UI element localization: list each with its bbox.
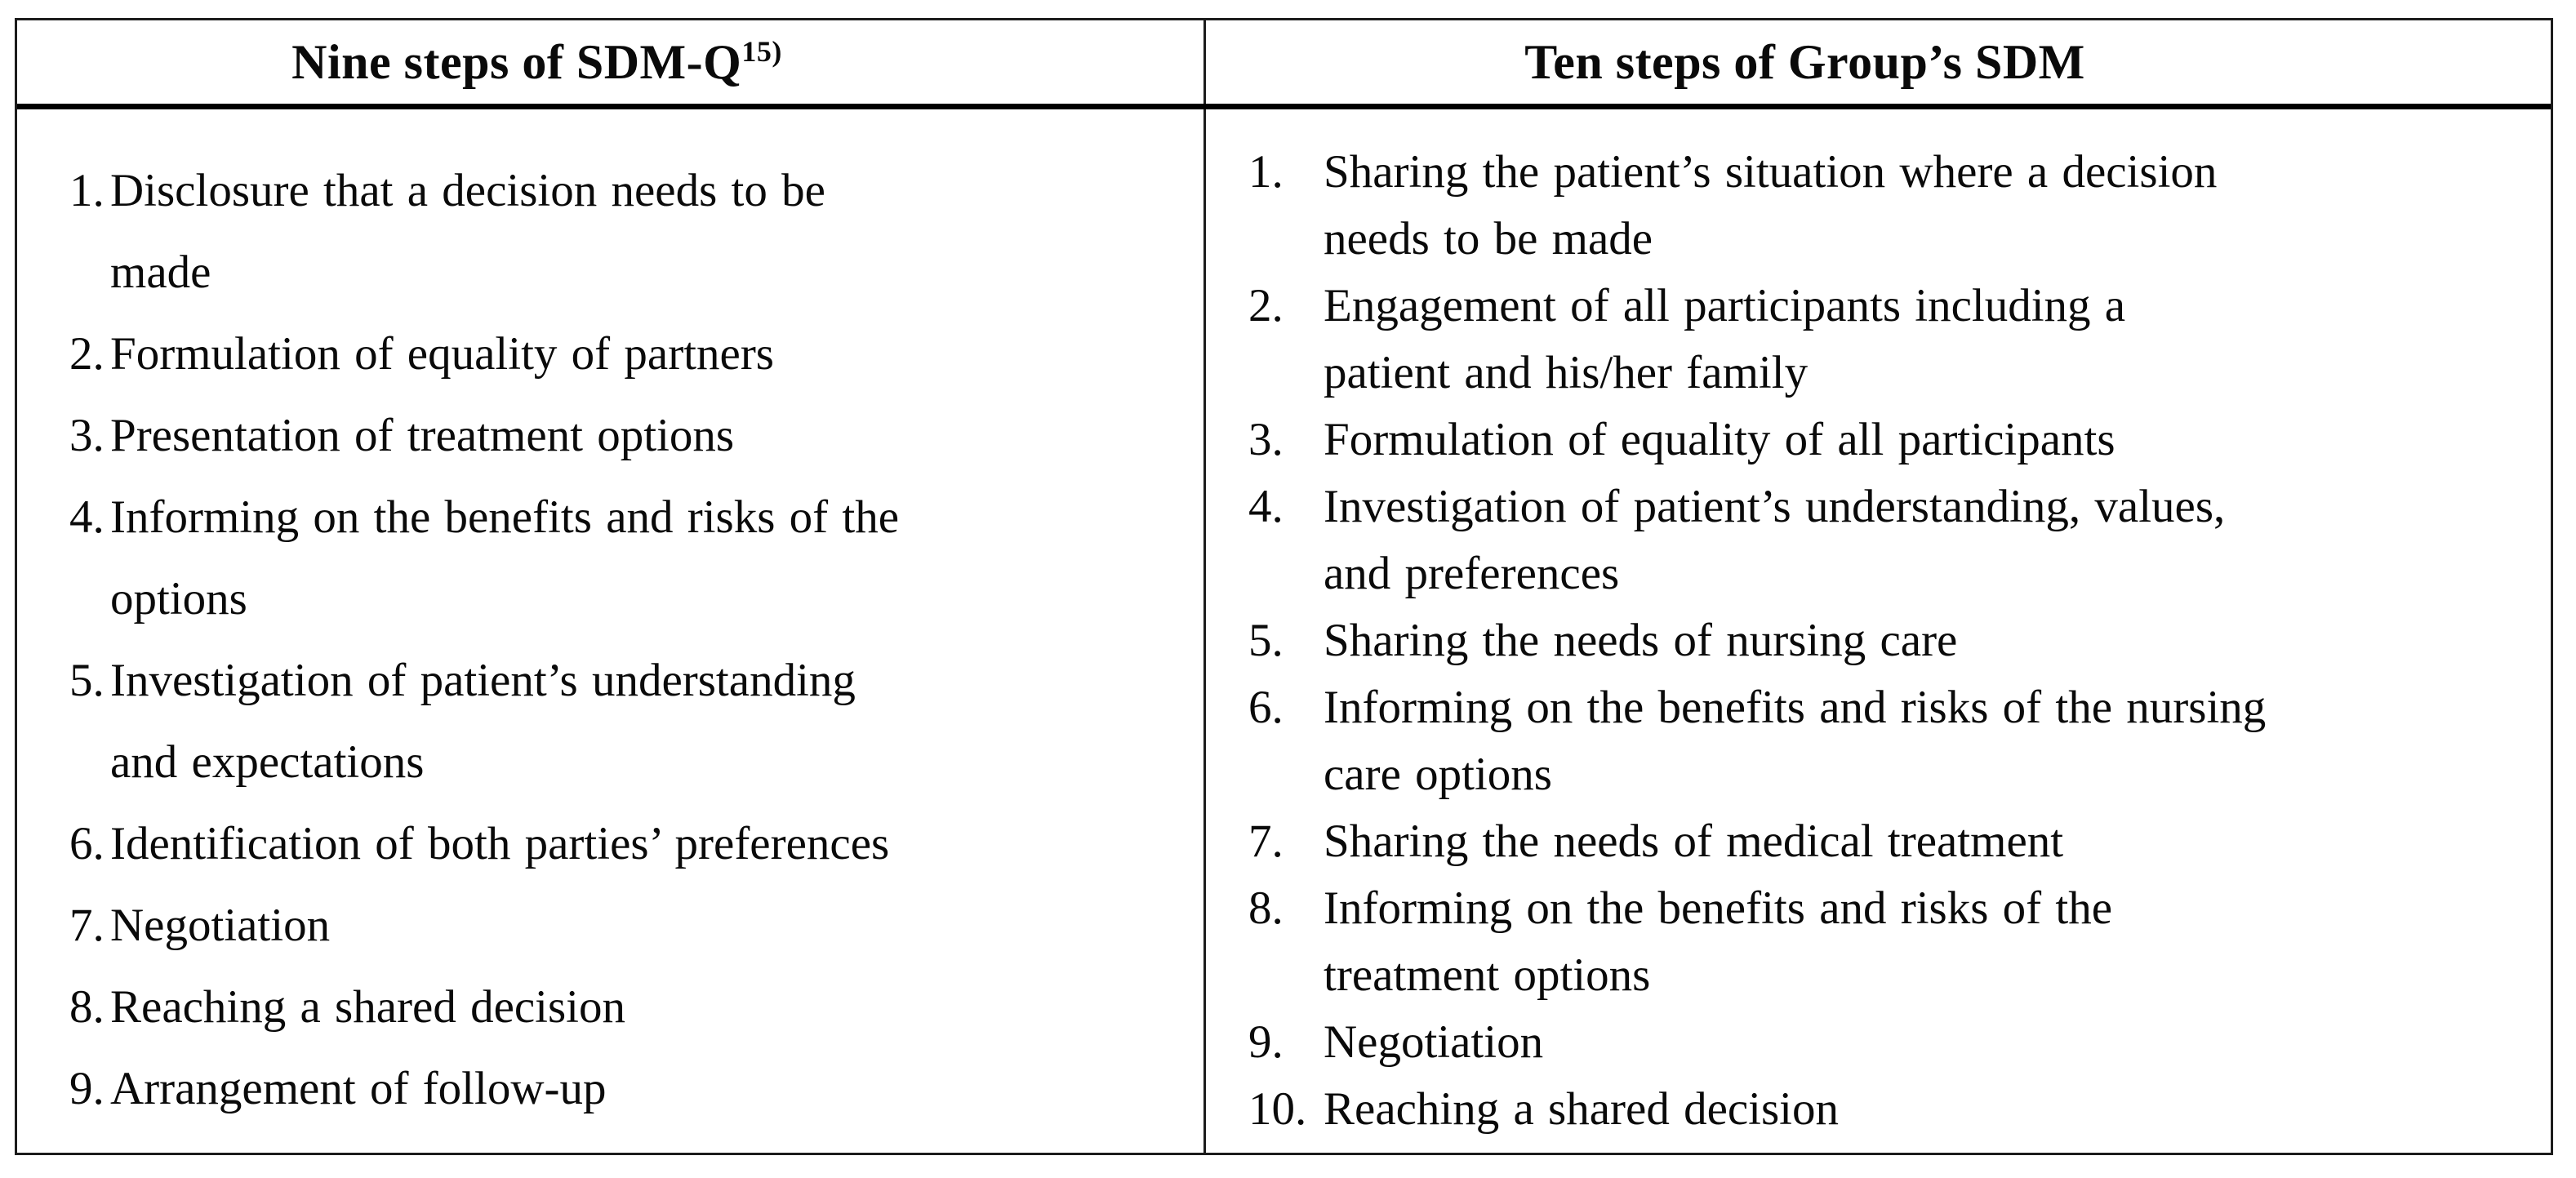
header-superscript-reference: 15) [741,34,782,68]
list-item: 10. Reaching a shared decision [1248,1076,2526,1143]
list-item: 1.Disclosure that a decision needs to be… [69,150,1163,313]
item-text: Investigation of patient’s understanding… [110,655,856,788]
item-number: 5. [69,655,105,706]
list-item: 2. Engagement of all participants includi… [1248,273,2526,407]
item-text: Informing on the benefits and risks of t… [110,491,900,625]
item-number: 6. [69,818,105,869]
item-text: Formulation of equality of partners [110,328,774,380]
item-text: Disclosure that a decision needs to be m… [110,165,825,298]
item-number: 6. [1248,682,1284,733]
list-item: 6.Identification of both parties’ prefer… [69,803,1163,885]
item-number: 2. [1248,280,1284,331]
item-number: 8. [1248,882,1284,934]
sdm-comparison-table: Nine steps of SDM-Q15) Ten steps of Grou… [15,18,2553,1155]
list-item: 8.Reaching a shared decision [69,967,1163,1048]
item-text: Sharing the needs of nursing care [1324,615,1958,666]
item-text: Sharing the needs of medical treatment [1324,816,2064,867]
item-text: Reaching a shared decision [1324,1083,1840,1135]
list-item: 3.Presentation of treatment options [69,395,1163,477]
item-number: 2. [69,328,105,380]
list-item: 8. Informing on the benefits and risks of… [1248,875,2526,1009]
list-item: 6. Informing on the benefits and risks of… [1248,674,2526,808]
item-text: Negotiation [1324,1016,1544,1068]
item-text: Informing on the benefits and risks of t… [1324,682,2267,800]
item-number: 1. [1248,146,1284,198]
header-cell-sdm-q: Nine steps of SDM-Q15) [17,20,1206,104]
item-number: 1. [69,165,105,216]
item-number: 9. [69,1063,105,1114]
item-number: 7. [69,900,105,951]
list-item: 9.Arrangement of follow-up [69,1048,1163,1130]
item-text: Presentation of treatment options [110,410,735,461]
table-header-row: Nine steps of SDM-Q15) Ten steps of Grou… [17,20,2551,109]
table-body-row: 1.Disclosure that a decision needs to be… [17,109,2551,1153]
list-item: 4.Informing on the benefits and risks of… [69,477,1163,640]
list-item: 4. Investigation of patient’s understandi… [1248,473,2526,607]
item-number: 9. [1248,1016,1284,1068]
item-text: Arrangement of follow-up [110,1063,607,1114]
item-number: 7. [1248,816,1284,867]
item-number: 8. [69,981,105,1033]
header-title-sdm-q: Nine steps of SDM-Q15) [291,34,782,89]
list-item: 7.Negotiation [69,885,1163,967]
cell-groups-sdm-steps: 1. Sharing the patient’s situation where … [1206,109,2551,1153]
item-number: 3. [69,410,105,461]
item-text: Engagement of all participants including… [1324,280,2126,398]
item-number: 10. [1248,1083,1307,1135]
list-item: 9. Negotiation [1248,1009,2526,1076]
item-number: 5. [1248,615,1284,666]
cell-sdm-q-steps: 1.Disclosure that a decision needs to be… [17,109,1206,1153]
item-text: Negotiation [110,900,331,951]
list-item: 5. Sharing the needs of nursing care [1248,607,2526,674]
item-text: Reaching a shared decision [110,981,626,1033]
list-item: 3. Formulation of equality of all partici… [1248,407,2526,473]
item-text: Informing on the benefits and risks of t… [1324,882,2113,1001]
item-number: 3. [1248,414,1284,465]
item-number: 4. [69,491,105,543]
list-item: 2.Formulation of equality of partners [69,313,1163,395]
list-item: 1. Sharing the patient’s situation where … [1248,139,2526,273]
header-cell-groups-sdm: Ten steps of Group’s SDM [1206,20,2551,104]
header-title-groups-sdm: Ten steps of Group’s SDM [1524,34,2085,89]
item-number: 4. [1248,481,1284,532]
list-item: 5.Investigation of patient’s understandi… [69,640,1163,803]
item-text: Sharing the patient’s situation where a … [1324,146,2218,264]
item-text: Formulation of equality of all participa… [1324,414,2116,465]
list-item: 7. Sharing the needs of medical treatment [1248,808,2526,875]
item-text: Identification of both parties’ preferen… [110,818,890,869]
item-text: Investigation of patient’s understanding… [1324,481,2226,599]
